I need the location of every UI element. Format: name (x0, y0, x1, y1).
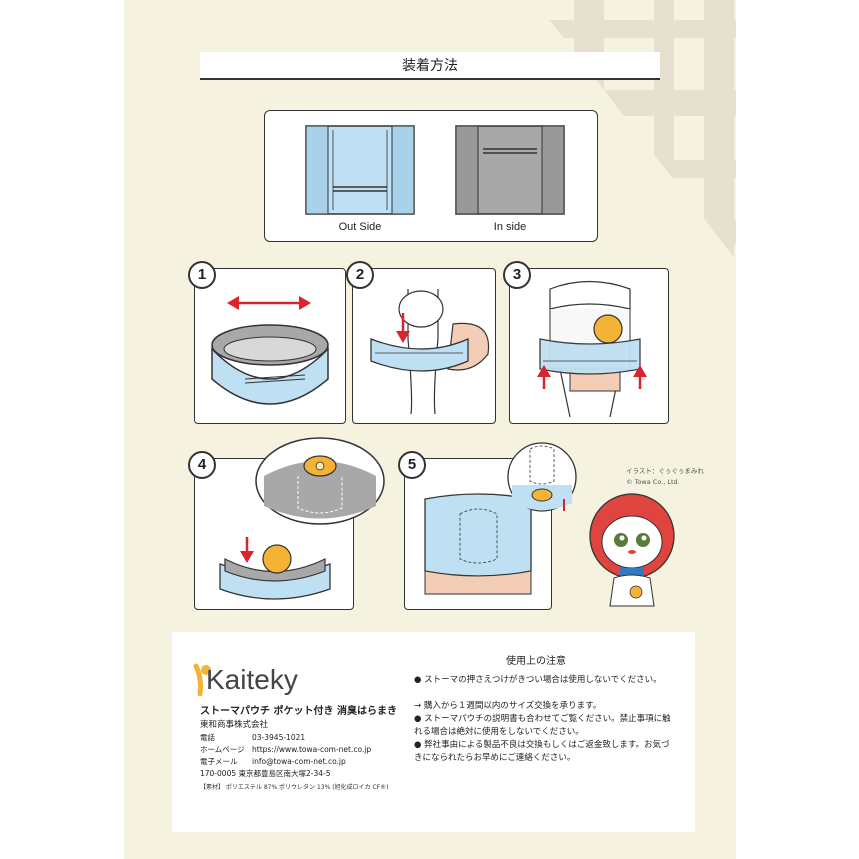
info-box: Kaiteky ストーマパウチ ポケット付き 消臭はらまき 東和商事株式会社 電… (172, 632, 695, 832)
illustration-credit: イラスト：ぐぅぐぅまみれ (626, 467, 704, 475)
product-name: ストーマパウチ ポケット付き 消臭はらまき (200, 706, 397, 717)
note-item: ● ストーマの押さえつけがきつい場合は使用しないでください。 (414, 675, 662, 685)
inside-band-illustration (455, 125, 565, 215)
company-address: 170-0005 東京都豊島区南大塚2-34-5 (200, 769, 331, 778)
note-item: ● 弊社事由による製品不良は交換もしくはご返金致します。お気づきになられたらお早… (414, 740, 670, 763)
step-1-number: 1 (188, 261, 216, 289)
page-title: 装着方法 (200, 52, 660, 80)
kaiteky-logo-icon (193, 663, 211, 696)
step-5-panel (404, 458, 552, 610)
copyright-credit: © Towa Co., Ltd. (626, 478, 680, 486)
inside-label: In side (493, 221, 527, 233)
notes-title: 使用上の注意 (506, 656, 566, 667)
company-name: 東和商事株式会社 (200, 720, 269, 730)
step-2-number: 2 (346, 261, 374, 289)
material-info: 【素材】 ポリエステル 87% ポリウレタン 13% (旭化成ロイカ CF®) (200, 784, 389, 791)
outside-label: Out Side (338, 221, 382, 233)
step-4-zoom-illustration (255, 437, 385, 525)
outside-band-illustration (305, 125, 415, 215)
step-2-panel (352, 268, 496, 424)
step-3-number: 3 (503, 261, 531, 289)
step-4-illustration (219, 537, 331, 600)
step-5-number: 5 (398, 451, 426, 479)
step-5-illustration (424, 493, 532, 595)
mascot-character (589, 493, 675, 607)
side-diagram-box: Out Side In side (264, 110, 598, 242)
step-3-illustration (537, 280, 647, 418)
step-2-illustration (370, 289, 490, 415)
step-4-number: 4 (188, 451, 216, 479)
step-1-panel (194, 268, 346, 424)
note-item: ● ストーマパウチの説明書も合わせてご覧ください。禁止事項に触れる場合は絶対に使… (414, 714, 671, 737)
step-1-illustration (211, 296, 329, 405)
step-5-zoom-illustration (507, 442, 577, 512)
instruction-sheet: 装着方法 Out Side In side (124, 0, 736, 859)
step-3-panel (509, 268, 669, 424)
note-item: → 購入から１週間以内のサイズ交換を承ります。 (414, 701, 602, 711)
brand-logo-text: Kaiteky (206, 664, 298, 695)
